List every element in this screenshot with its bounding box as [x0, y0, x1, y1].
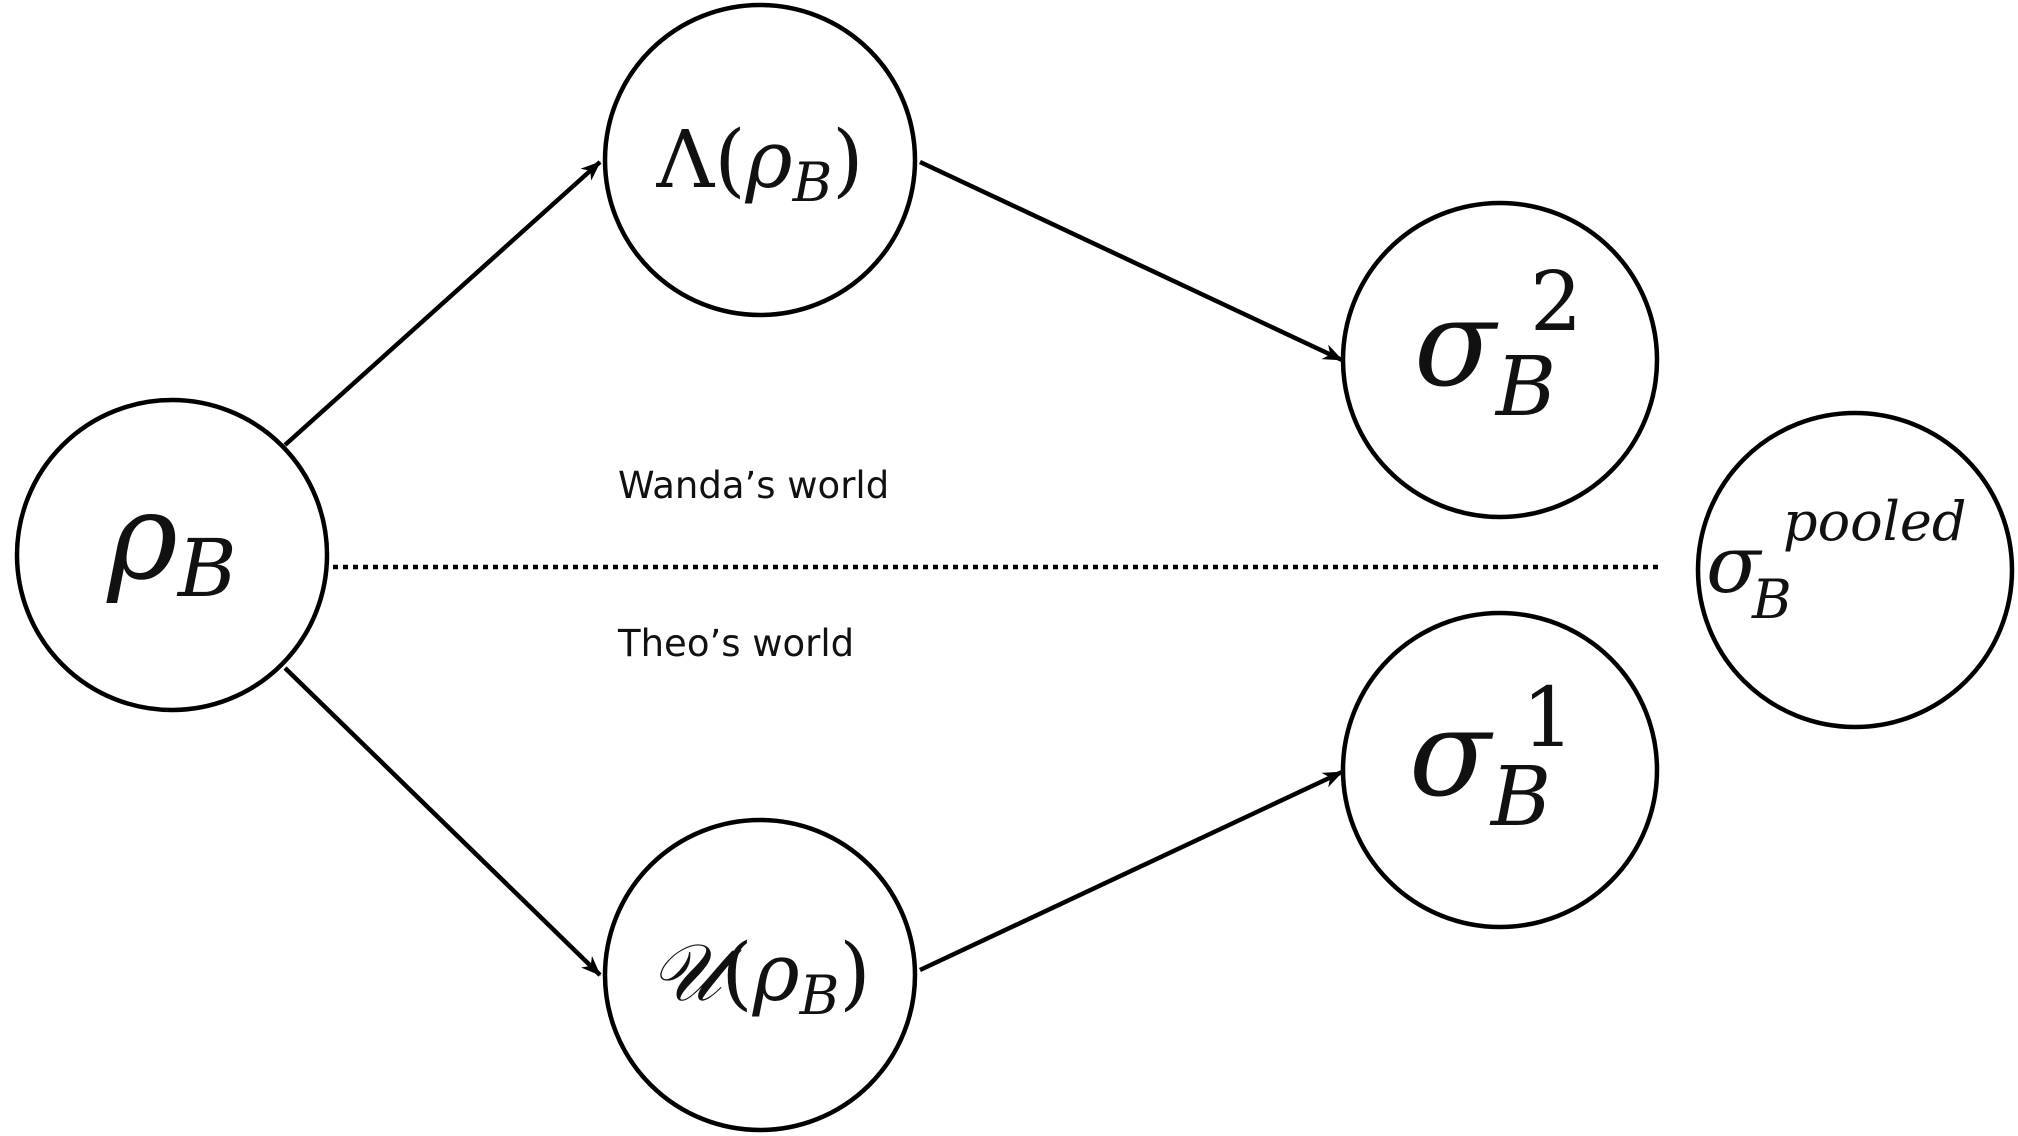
sigma2-symbol: σ: [1414, 275, 1499, 414]
rho-subscript: B: [176, 522, 237, 615]
unitary-close-paren: ): [839, 926, 870, 1019]
node-sigma-b-2: σB 2: [1340, 200, 1660, 520]
lambda-rho-symbol: ρ: [745, 113, 793, 206]
node-lambda-rho-b: Λ(ρB): [602, 2, 918, 318]
unitary-rho-subscript: B: [799, 964, 840, 1027]
node-unitary-rho-b: 𝒰(ρB): [602, 817, 918, 1133]
edge-rho-to-lambda: [283, 160, 602, 447]
sigma2-superscript: 2: [1530, 255, 1582, 350]
upper-world-label: Wanda’s world: [618, 464, 889, 507]
edge-unitary-to-sigma1: [919, 769, 1343, 973]
sigma1-superscript: 1: [1522, 671, 1574, 766]
node-lambda-circle: [602, 2, 918, 318]
node-pooled-circle: [1695, 410, 2015, 730]
node-rho-b: ρB: [14, 397, 330, 713]
lambda-open-paren: (: [714, 113, 745, 206]
node-sigma-b-pooled: σ B pooled: [1695, 410, 2015, 730]
node-lambda-label: Λ(ρB): [656, 113, 864, 214]
node-sigma-b-1: σB 1: [1340, 610, 1660, 930]
lower-world-label: Theo’s world: [617, 622, 854, 665]
lambda-rho-subscript: B: [792, 151, 833, 214]
node-pooled-superscript: pooled: [1783, 490, 1966, 553]
node-sigma2-label: σB: [1414, 275, 1556, 435]
node-pooled-symbol: σ: [1706, 518, 1763, 611]
rho-symbol: ρ: [105, 468, 178, 607]
node-sigma1-label: σB: [1409, 685, 1551, 845]
lambda-close-paren: ): [832, 113, 863, 206]
unitary-rho-symbol: ρ: [752, 926, 800, 1019]
lambda-operator: Λ: [656, 113, 716, 206]
sigma2-subscript: B: [1494, 340, 1556, 435]
sigma1-subscript: B: [1489, 750, 1551, 845]
node-rho-b-circle: [14, 397, 330, 713]
node-sigma1-circle: [1340, 610, 1660, 930]
node-pooled-subscript: B: [1751, 568, 1792, 631]
edge-rho-to-unitary: [283, 666, 602, 977]
node-sigma2-circle: [1340, 200, 1660, 520]
node-unitary-label: 𝒰(ρB): [649, 926, 870, 1027]
sigma1-symbol: σ: [1409, 685, 1494, 824]
unitary-open-paren: (: [721, 926, 752, 1019]
node-rho-b-label: ρB: [105, 468, 236, 615]
node-unitary-circle: [602, 817, 918, 1133]
edge-lambda-to-sigma2: [919, 159, 1343, 363]
